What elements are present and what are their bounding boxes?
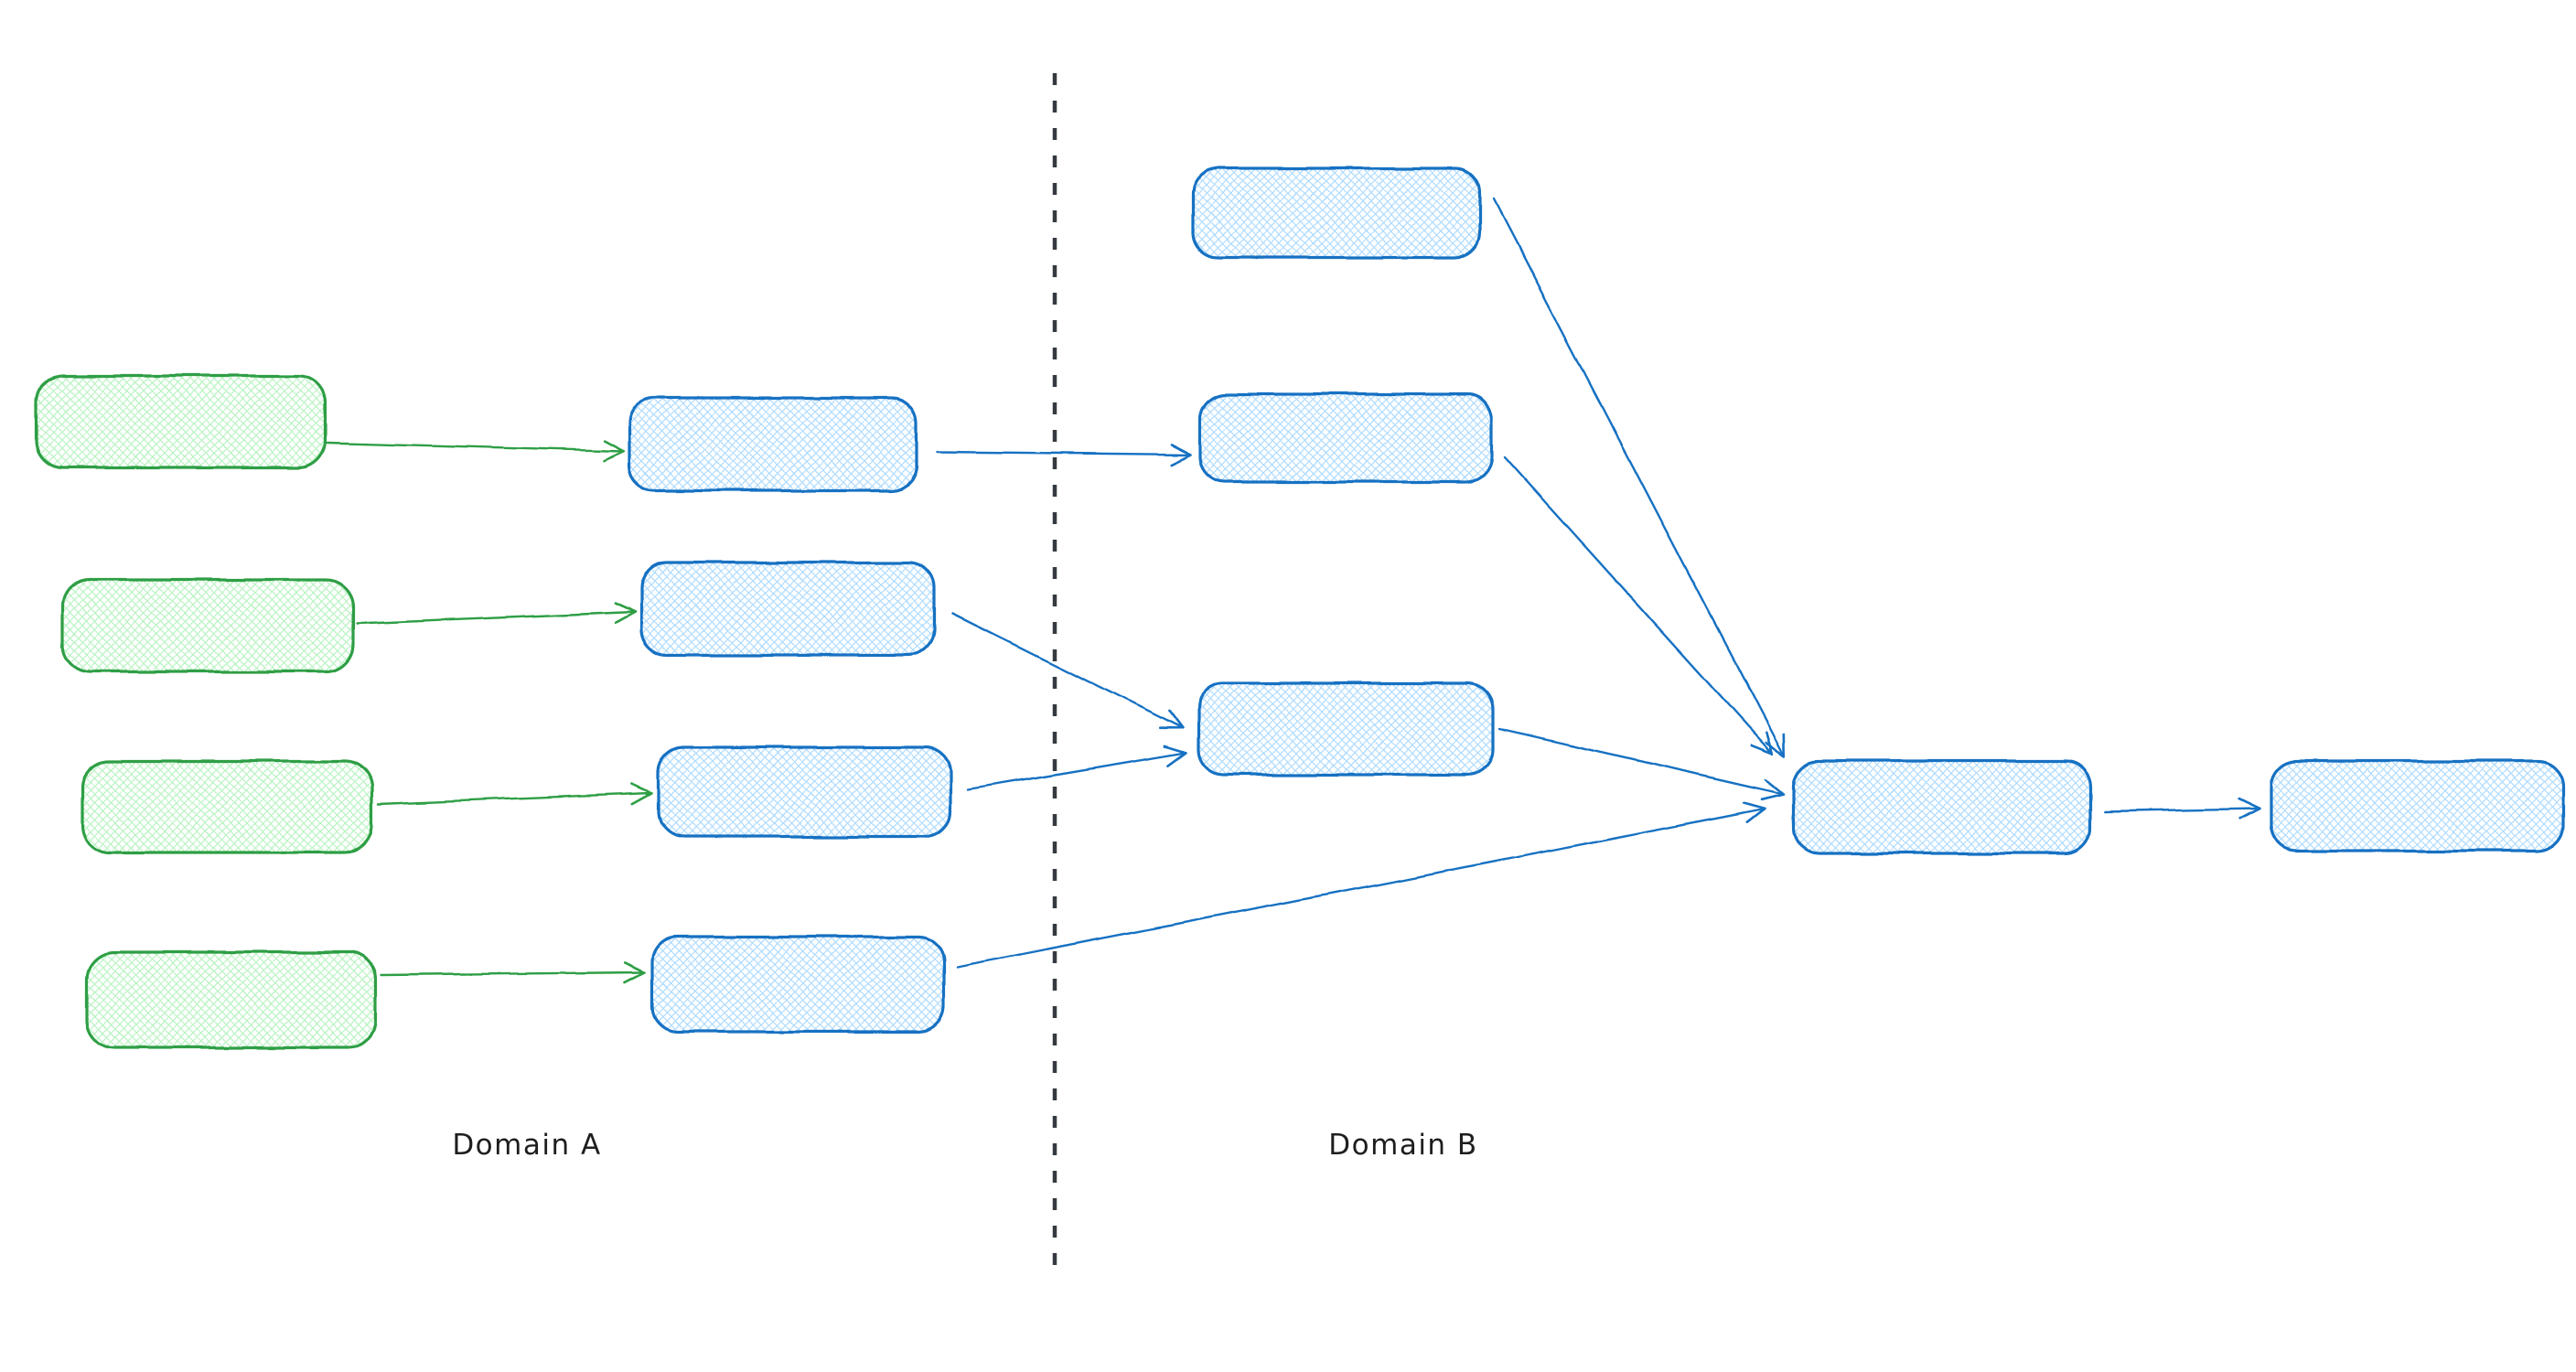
edge-a3-b3 bbox=[966, 745, 1187, 791]
domain-a-label: Domain A bbox=[452, 1129, 601, 1162]
node-b5 bbox=[2269, 759, 2565, 852]
edge-b3-b4 bbox=[1497, 727, 1785, 801]
edge-g2-a2 bbox=[355, 601, 637, 626]
edge-b2-b4 bbox=[1503, 456, 1774, 756]
node-g1 bbox=[35, 374, 327, 469]
node-b4 bbox=[1791, 759, 2092, 855]
edge-g3-a3 bbox=[376, 782, 653, 806]
node-a3 bbox=[657, 745, 952, 839]
node-b3 bbox=[1197, 681, 1495, 777]
edge-a4-b4 bbox=[955, 801, 1766, 969]
domain-b-label: Domain B bbox=[1328, 1129, 1477, 1162]
edge-a1-b2 bbox=[935, 443, 1192, 466]
node-g4 bbox=[85, 950, 377, 1049]
edge-g4-a4 bbox=[379, 961, 646, 984]
node-g2 bbox=[60, 578, 355, 673]
edge-a2-b3 bbox=[950, 612, 1184, 730]
node-g3 bbox=[80, 759, 373, 854]
node-b2 bbox=[1198, 392, 1494, 484]
node-a1 bbox=[628, 396, 918, 492]
node-a4 bbox=[650, 935, 946, 1034]
node-a2 bbox=[639, 561, 936, 657]
edge-g1-a1 bbox=[326, 439, 625, 462]
edge-b4-b5 bbox=[2103, 798, 2260, 820]
edge-b1-b4 bbox=[1492, 198, 1786, 757]
node-b1 bbox=[1191, 166, 1482, 259]
